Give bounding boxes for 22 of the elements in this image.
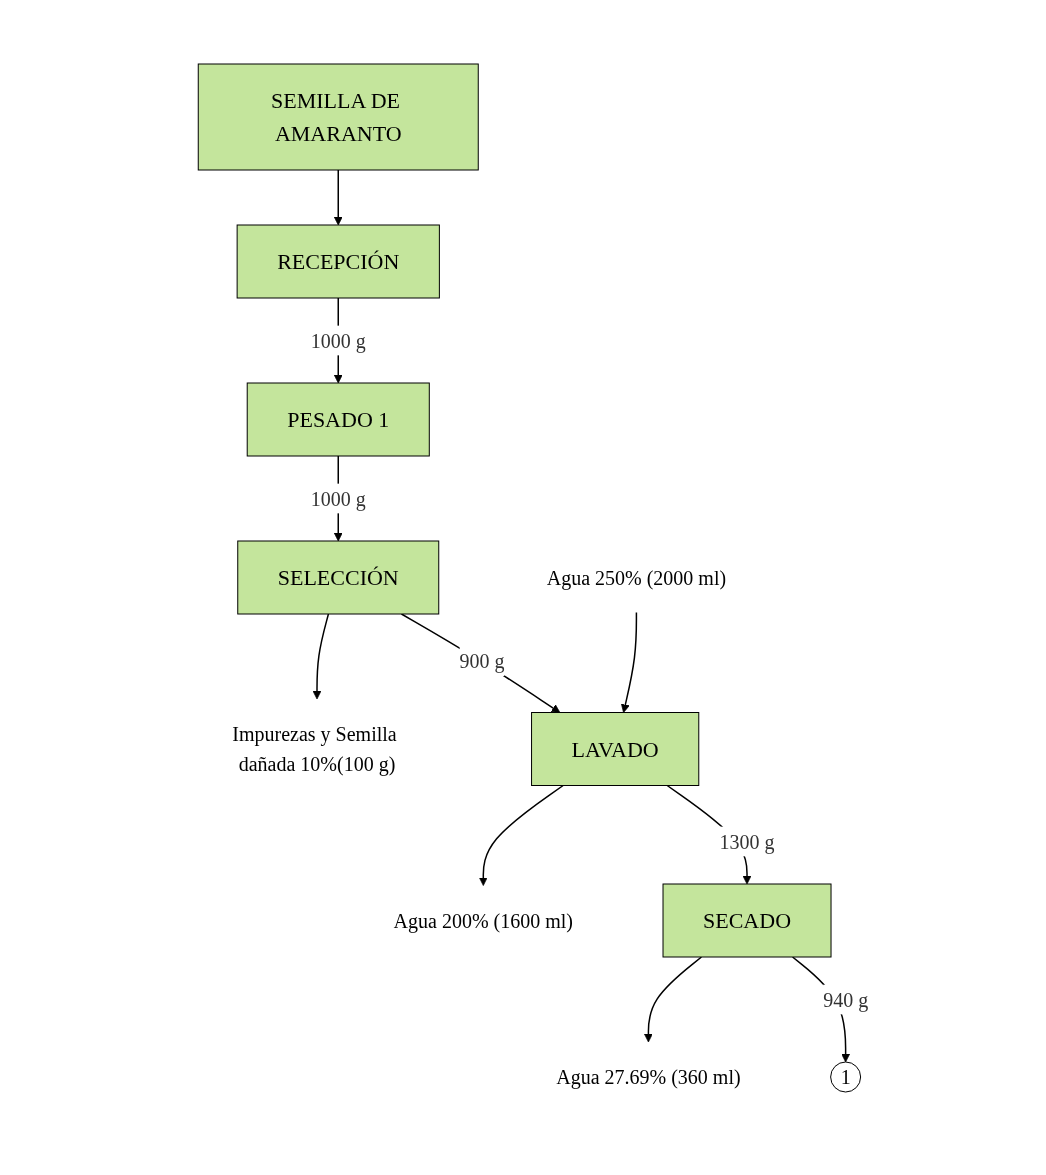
edge-label: 1300 g	[719, 830, 775, 852]
edge-label: 1000 g	[311, 487, 367, 509]
edge-label: 940 g	[823, 988, 869, 1010]
arrow	[479, 784, 565, 886]
node-box: RECEPCIÓN	[237, 224, 441, 298]
node-text: Agua 27.69% (360 ml)	[556, 1065, 742, 1088]
node-box: LAVADO	[531, 711, 700, 786]
arrow	[401, 612, 561, 713]
node-text: Impurezas y Semilla dañada 10%(100 g)	[232, 722, 398, 775]
node-box: PESADO 1	[247, 382, 431, 456]
arrow	[334, 168, 344, 225]
node-circle: 1	[830, 1061, 862, 1092]
node-box: SECADO	[662, 883, 832, 957]
node-text: Agua 250% (2000 ml)	[547, 566, 727, 588]
edge-label: 900 g	[459, 649, 505, 672]
node-text: Agua 200% (1600 ml)	[394, 909, 574, 931]
edge-label: 1000 g	[311, 329, 367, 351]
arrow	[644, 955, 703, 1042]
node-box: SEMILLA DE AMARANTO	[198, 63, 480, 170]
arrow	[621, 611, 638, 713]
node-box: SELECCIÓN	[237, 540, 440, 614]
arrow	[313, 612, 330, 699]
